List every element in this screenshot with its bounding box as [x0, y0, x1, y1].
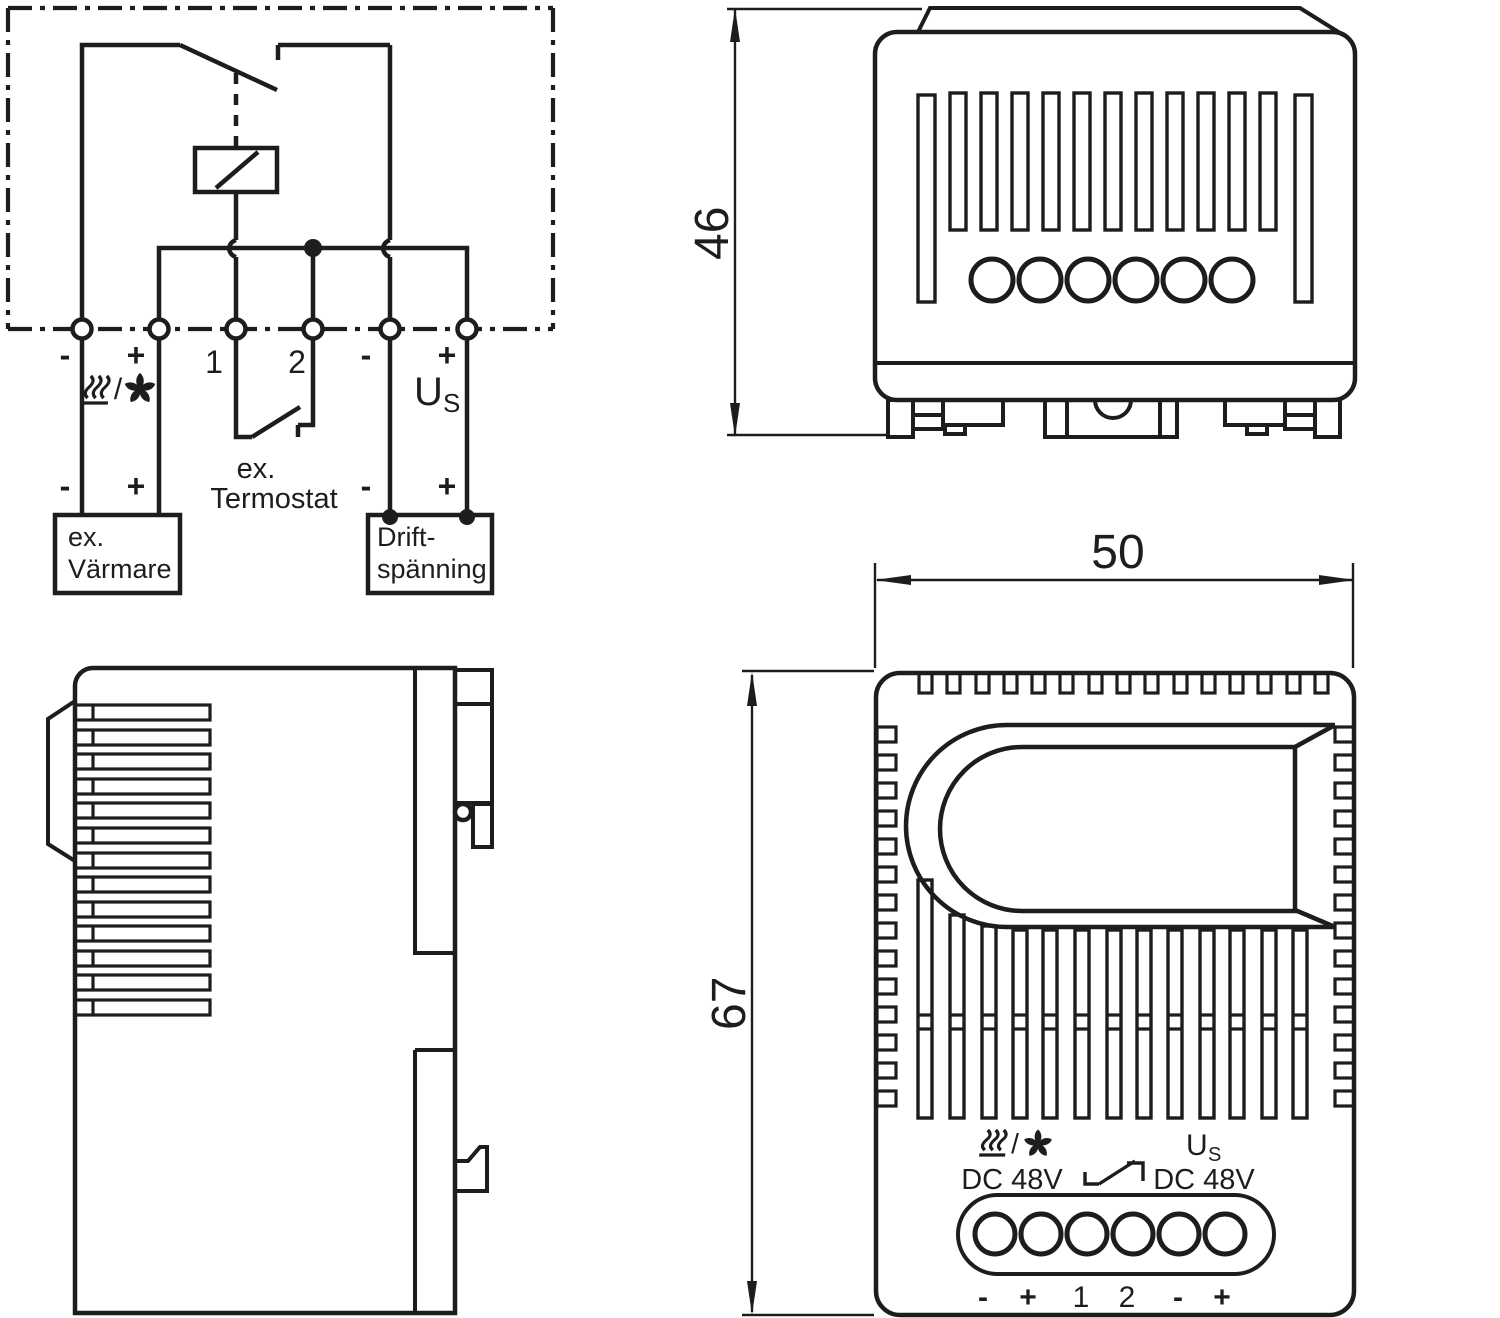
terminal-label-plus: +	[127, 337, 146, 373]
dc-48v-left-label: DC 48V	[961, 1164, 1063, 1196]
thermostat-wire-1	[233, 329, 252, 440]
terminal-hole	[1018, 1211, 1064, 1257]
fan-icon	[124, 373, 156, 402]
supply-box-line1: Drift-	[377, 522, 435, 552]
secondary-label-minus: -	[361, 468, 372, 504]
front-body	[873, 670, 1357, 1318]
dc-48v-right-label: DC 48V	[1153, 1164, 1255, 1196]
terminal-label-minus: -	[60, 337, 71, 373]
fixed-contact	[275, 42, 390, 60]
wiring-diagram-panel: - + 1 2 - + / U S ex.	[5, 5, 556, 596]
supply-dot-minus	[382, 509, 398, 525]
terminal-hole	[1064, 1211, 1110, 1257]
terminal-label-2: 2	[288, 344, 306, 380]
secondary-label-plus: +	[127, 468, 146, 504]
dim-46: 46	[686, 7, 922, 437]
side-vent-slats	[73, 703, 212, 1017]
us-base: U	[414, 370, 443, 414]
terminal-circle	[147, 317, 171, 341]
us-sub: S	[1208, 1144, 1221, 1166]
dim-67: 67	[703, 669, 874, 1317]
vent-slats-top-view	[916, 91, 1314, 304]
secondary-label-minus: -	[60, 468, 71, 504]
front-top-vents	[917, 671, 1330, 695]
sensor-recess	[903, 722, 1337, 930]
us-label-front: U S	[1186, 1129, 1221, 1166]
terminal-circle	[455, 317, 479, 341]
dim-50: 50	[873, 526, 1355, 668]
terminal-circle	[378, 317, 402, 341]
contact-wire-left	[79, 42, 180, 329]
terminal-label-minus: -	[361, 337, 372, 373]
terminal-hole	[1110, 1211, 1156, 1257]
relay-contact-blade	[179, 42, 278, 93]
supply-box: Drift- spänning	[365, 509, 495, 596]
terminal-label-plus: +	[438, 337, 457, 373]
front-right-vents	[1333, 725, 1356, 1108]
fan-icon	[1024, 1129, 1052, 1156]
top-view-panel: 46	[686, 6, 1358, 439]
thermostat-caption-line2: Termostat	[210, 483, 337, 515]
heater-box-line1: ex.	[68, 522, 104, 552]
heater-box-line2: Värmare	[68, 554, 172, 584]
arrowhead-down	[730, 403, 740, 437]
terminal-holes-top-view	[968, 256, 1256, 304]
arrowhead-right	[1319, 575, 1355, 585]
terminal-circle	[301, 317, 325, 341]
us-sub: S	[443, 388, 460, 418]
secondary-label-plus: +	[438, 468, 457, 504]
terminal-hole	[1202, 1211, 1248, 1257]
heater-icon	[978, 1128, 1008, 1157]
arrowhead-up	[730, 8, 740, 42]
us-base: U	[1186, 1129, 1208, 1162]
slash-separator: /	[114, 373, 123, 406]
side-body-outline	[72, 665, 458, 1316]
supply-dot-plus	[459, 509, 475, 525]
switch-contact-icon	[1083, 1159, 1145, 1186]
front-terminal-plus: +	[1019, 1281, 1037, 1314]
slash-separator: /	[1011, 1128, 1019, 1159]
terminal-row	[70, 317, 479, 341]
arrowhead-down	[747, 1281, 757, 1315]
front-terminal-1: 1	[1073, 1281, 1090, 1314]
us-label: U S	[414, 370, 460, 418]
heater-box: ex. Värmare	[52, 512, 183, 596]
terminal-label-1: 1	[205, 344, 223, 380]
housing-body	[872, 29, 1358, 403]
terminal-circle	[70, 317, 94, 341]
clip-latch-hook	[455, 1145, 489, 1193]
front-terminal-2: 2	[1119, 1281, 1136, 1314]
clip-pin	[452, 801, 474, 823]
front-terminal-minus: -	[1173, 1281, 1183, 1314]
terminal-hole	[1156, 1211, 1202, 1257]
side-mount-bracket	[46, 699, 77, 863]
dim-50-value: 50	[1091, 526, 1144, 579]
terminal-hole	[972, 1211, 1018, 1257]
enclosure-border	[5, 5, 556, 329]
front-left-vents	[875, 725, 898, 1108]
din-rail-clip	[413, 668, 494, 1313]
front-slat-rails	[918, 1013, 1307, 1031]
arrowhead-left	[875, 575, 911, 585]
thermostat-caption-line1: ex.	[237, 453, 276, 485]
heater-icon	[81, 374, 111, 405]
terminal-block	[956, 1193, 1276, 1276]
front-vent-slats	[916, 878, 1309, 1120]
front-terminal-plus: +	[1213, 1281, 1231, 1314]
thermostat-wire-2	[295, 329, 316, 437]
dim-67-value: 67	[703, 977, 756, 1030]
relay-coil-diagonal	[214, 150, 260, 190]
dim-46-value: 46	[686, 207, 739, 260]
front-view-panel: 50 67	[703, 526, 1357, 1318]
side-view-panel	[46, 665, 494, 1316]
supply-box-line2: spänning	[377, 554, 487, 584]
arrowhead-up	[747, 672, 757, 706]
terminal-circle	[224, 317, 248, 341]
mounting-feet	[886, 398, 1342, 439]
front-terminal-minus: -	[978, 1281, 988, 1314]
housing-back-edge	[916, 6, 1342, 35]
thermostat-blade	[250, 405, 302, 439]
